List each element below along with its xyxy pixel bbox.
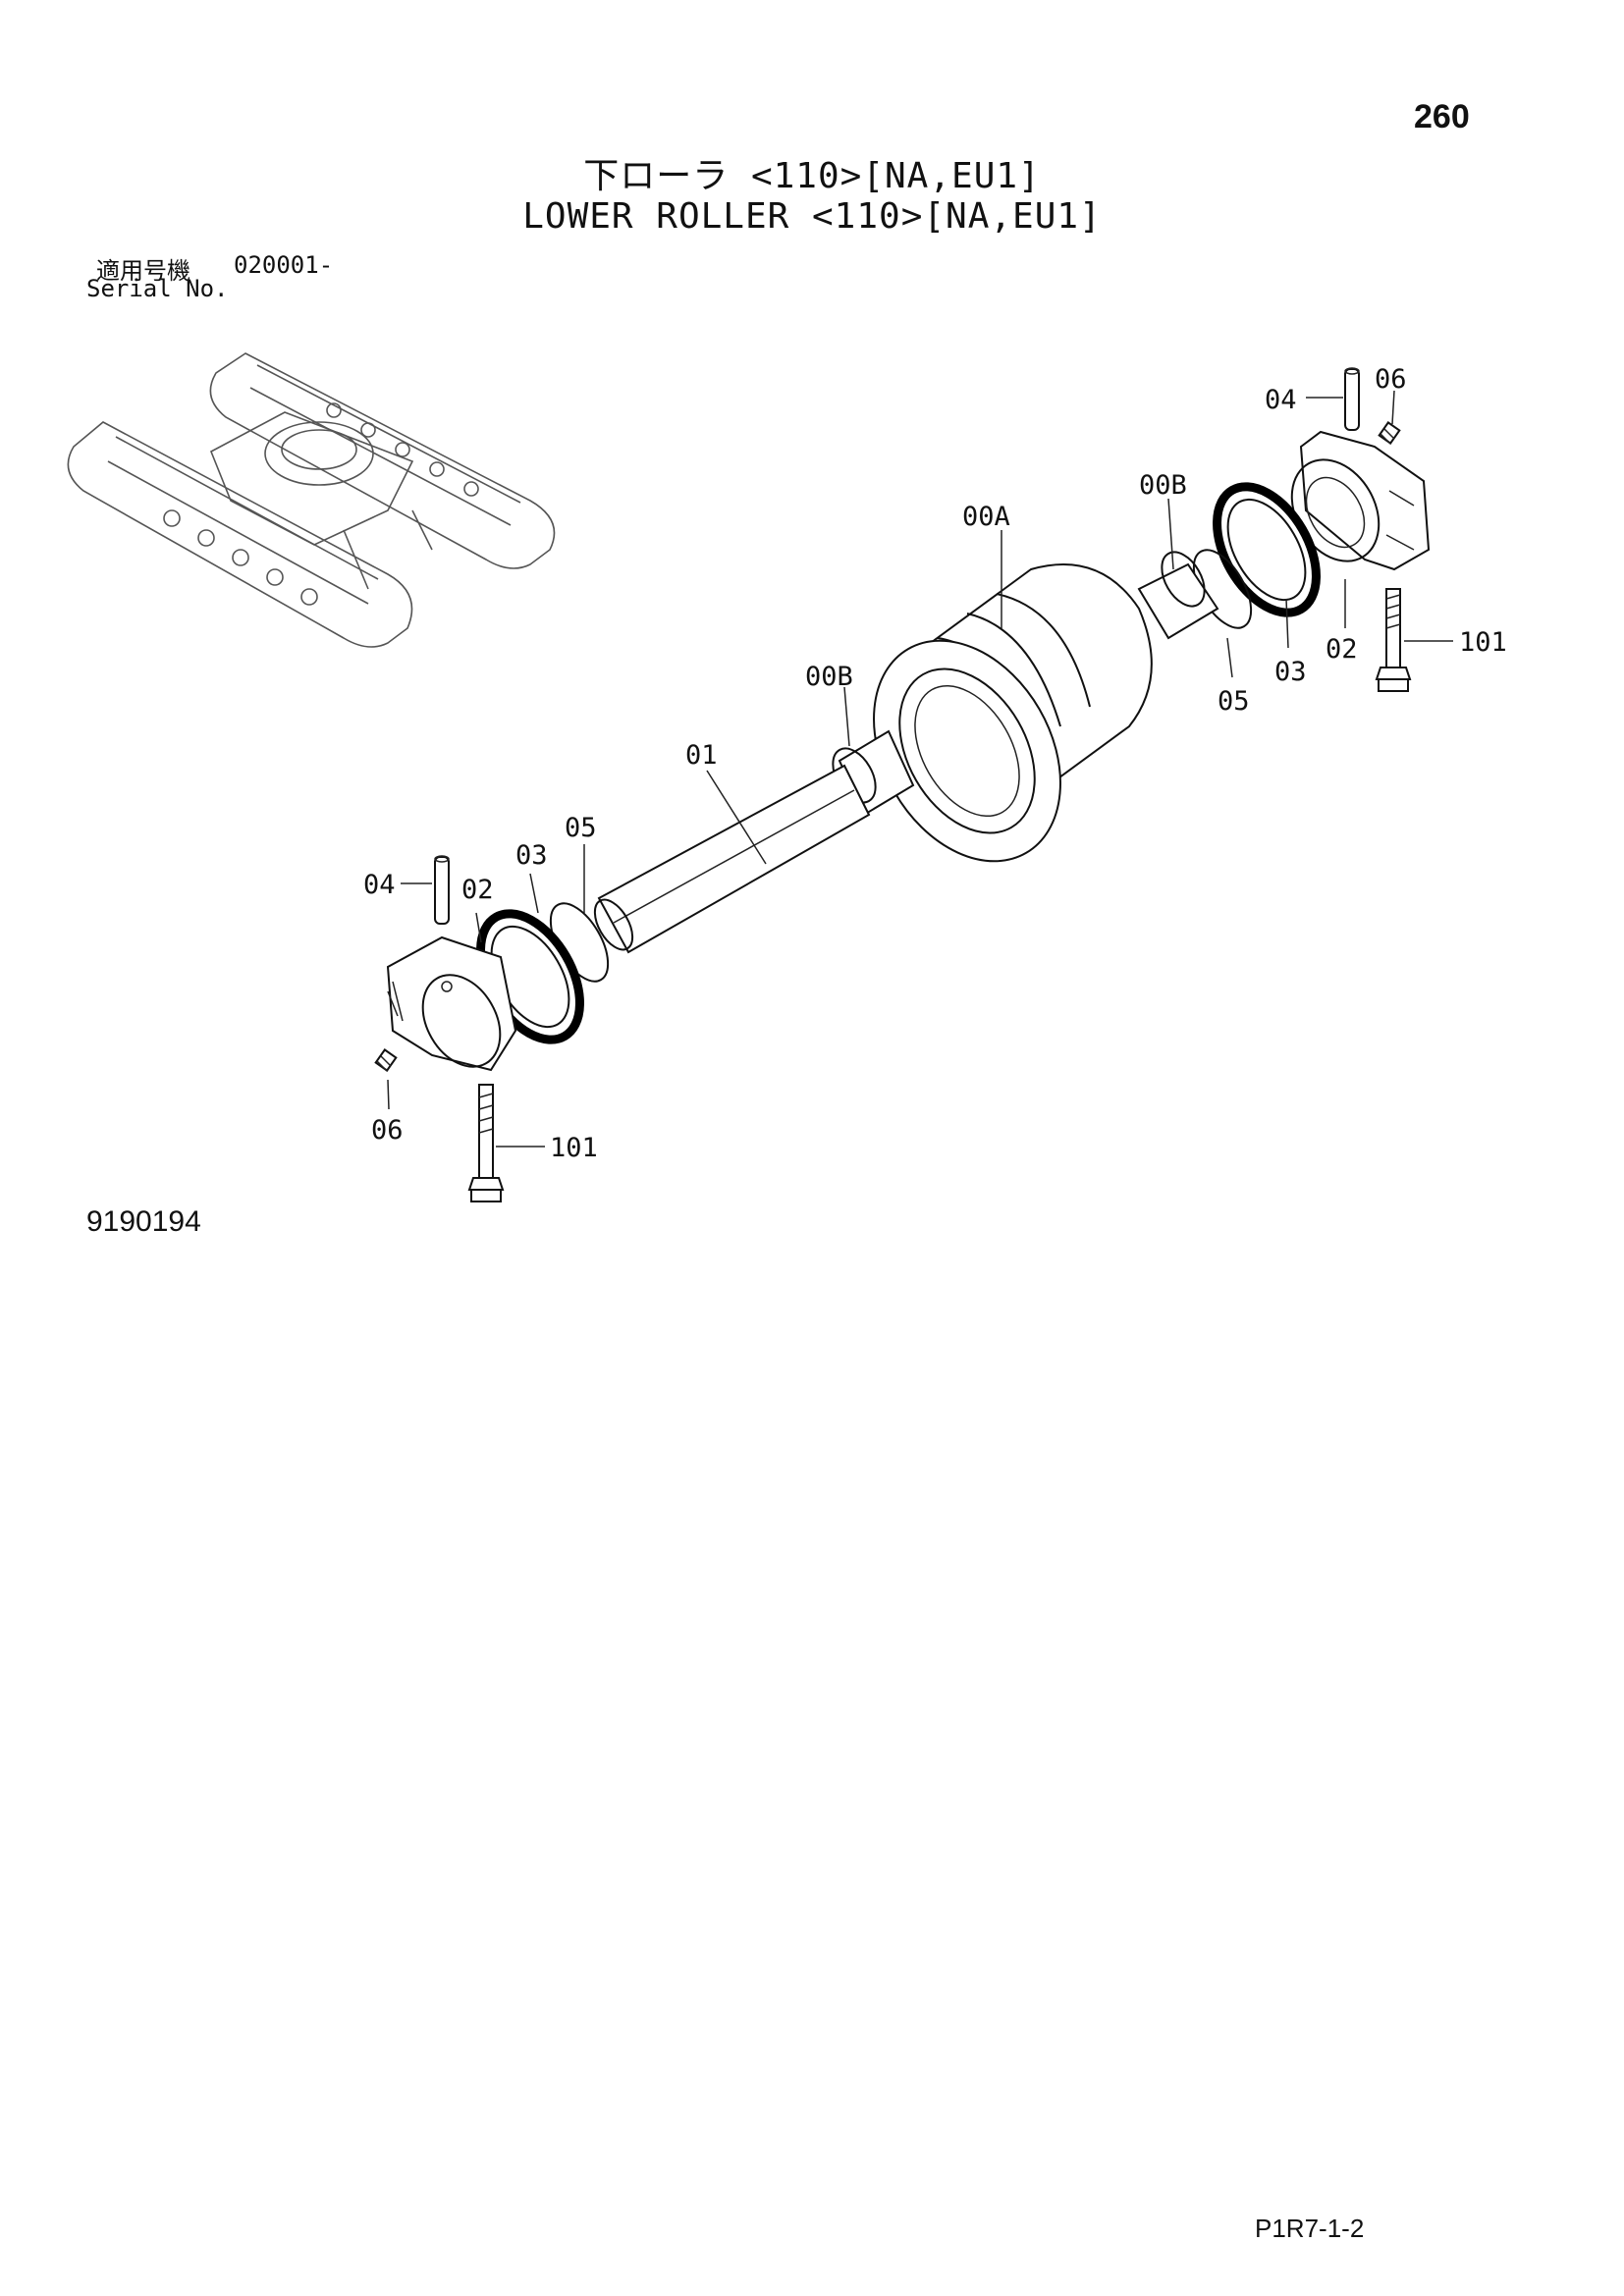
diagram-id: 9190194 — [86, 1205, 201, 1238]
callout-02-left: 02 — [461, 875, 494, 905]
callout-03-right: 03 — [1274, 657, 1307, 687]
right-collar — [1290, 430, 1431, 571]
right-seal — [1213, 482, 1321, 617]
left-collar — [386, 935, 517, 1072]
serial-label-japanese: 適用号機 — [96, 257, 190, 285]
serial-number: 020001- — [234, 251, 334, 279]
callout-06-left: 06 — [371, 1115, 404, 1146]
callout-101-right: 101 — [1459, 627, 1507, 658]
callout-03-left: 03 — [515, 840, 548, 871]
callout-00b-right: 00B — [1139, 470, 1187, 501]
callout-04-right: 04 — [1265, 385, 1297, 415]
right-bushing — [1137, 551, 1219, 640]
shaft — [593, 764, 871, 954]
callout-04-left: 04 — [363, 870, 396, 900]
page-code: P1R7-1-2 — [1255, 2214, 1365, 2243]
serial-label-english: Serial No. — [86, 275, 229, 302]
title-japanese: 下ローラ <110>[NA,EU1] — [583, 156, 1041, 196]
roller-assembly-exploded-icon — [374, 367, 1453, 1202]
leader-lines — [387, 390, 1453, 1148]
roller-body — [873, 563, 1153, 863]
page-number: 260 — [1414, 98, 1470, 135]
callout-06-right: 06 — [1375, 364, 1407, 395]
callout-00b-left: 00B — [805, 662, 853, 692]
callout-00a: 00A — [962, 502, 1010, 532]
callout-05-right: 05 — [1218, 686, 1250, 717]
right-pin — [1344, 367, 1360, 431]
rear-roller-row — [326, 402, 479, 497]
left-bolt — [467, 1084, 505, 1202]
title-english: LOWER ROLLER <110>[NA,EU1] — [522, 196, 1102, 237]
left-pin — [434, 855, 450, 925]
callout-05-left: 05 — [565, 813, 597, 843]
right-bolt — [1375, 588, 1412, 692]
track-frame-overview-icon — [67, 352, 556, 648]
callout-101-left: 101 — [550, 1133, 598, 1163]
callout-01: 01 — [685, 740, 718, 771]
right-plug — [1378, 421, 1401, 445]
callout-02-right: 02 — [1326, 634, 1358, 665]
front-roller-row — [163, 509, 318, 606]
left-plug — [374, 1048, 398, 1072]
